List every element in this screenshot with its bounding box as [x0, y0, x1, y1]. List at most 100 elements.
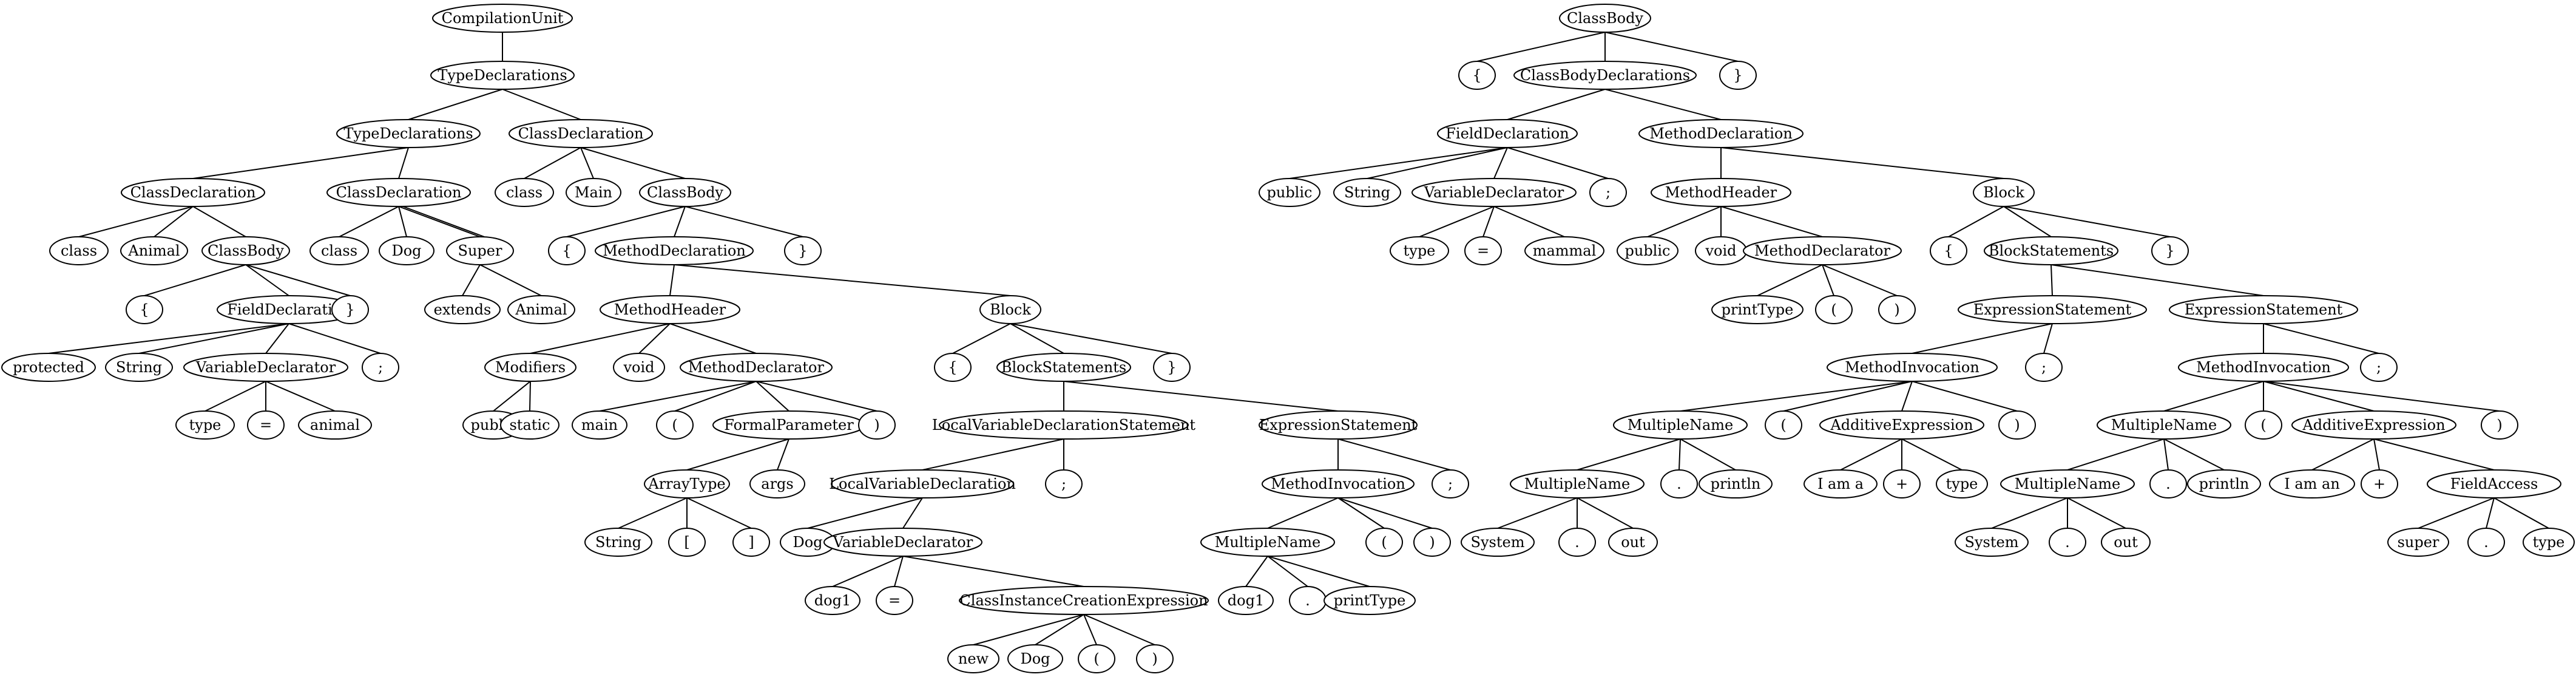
tree-node: MultipleName — [1200, 528, 1335, 557]
tree-node: ( — [1815, 295, 1853, 324]
tree-node: printType — [1323, 586, 1416, 615]
node-label: ( — [1831, 301, 1836, 318]
node-label: ( — [1094, 650, 1099, 667]
tree-node: Dog — [1007, 644, 1063, 673]
node-ellipse — [2467, 528, 2505, 557]
node-ellipse — [495, 178, 554, 207]
node-label: dog1 — [814, 592, 851, 609]
node-label: println — [1711, 475, 1761, 492]
tree-edge — [1337, 438, 1451, 471]
node-ellipse — [595, 236, 754, 265]
tree-edge — [638, 323, 671, 354]
tree-node: ) — [1136, 644, 1174, 673]
node-ellipse — [1461, 528, 1535, 557]
node-ellipse — [105, 353, 173, 382]
tree-edge — [1035, 614, 1084, 645]
tree-edge — [1083, 614, 1097, 645]
tree-edge — [2373, 438, 2495, 471]
node-ellipse — [600, 295, 740, 324]
node-ellipse — [858, 410, 896, 440]
tree-edge — [686, 497, 752, 529]
node-label: Animal — [515, 301, 567, 318]
node-ellipse — [959, 586, 1209, 615]
node-label: ) — [1152, 650, 1157, 667]
node-label: String — [116, 359, 162, 376]
node-ellipse — [430, 61, 575, 90]
node-label: VariableDeclarator — [833, 534, 973, 551]
tree-node: mammal — [1524, 236, 1604, 265]
tree-edge — [192, 147, 409, 179]
node-label: . — [2484, 534, 2489, 551]
tree-edge — [2486, 497, 2495, 529]
tree-node: { — [1930, 236, 1967, 265]
node-ellipse — [668, 528, 706, 557]
tree-node: = — [876, 586, 913, 615]
node-label: ) — [1894, 301, 1899, 318]
node-label: MethodInvocation — [1271, 475, 1405, 492]
tree-node: void — [613, 353, 665, 382]
node-ellipse — [175, 410, 235, 440]
node-ellipse — [548, 236, 586, 265]
node-label: FieldAccess — [2450, 475, 2538, 492]
node-label: AdditiveExpression — [1830, 417, 1973, 434]
node-label: Dog — [1020, 650, 1050, 667]
node-label: MultipleName — [1628, 417, 1734, 434]
tree-edge — [2003, 206, 2171, 237]
tree-node: MethodHeader — [600, 295, 740, 324]
tree-edge — [973, 614, 1084, 645]
node-ellipse — [1262, 469, 1415, 498]
node-ellipse — [996, 353, 1131, 382]
node-ellipse — [876, 586, 913, 615]
tree-node: FieldDeclaration — [217, 295, 361, 324]
tree-node: VariableDeclarator — [183, 353, 348, 382]
tree-node: Animal — [507, 295, 575, 324]
node-ellipse — [939, 410, 1189, 440]
tree-edge — [1678, 438, 1681, 471]
tree-node: dog1 — [1218, 586, 1274, 615]
node-label: LocalVariableDeclarationStatement — [932, 417, 1195, 434]
tree-edge — [1482, 206, 1495, 237]
node-label: MethodDeclarator — [688, 359, 824, 376]
node-ellipse — [1930, 236, 1967, 265]
node-label: Animal — [127, 242, 180, 259]
tree-node: ] — [732, 528, 770, 557]
node-ellipse — [1413, 528, 1451, 557]
node-ellipse — [424, 295, 501, 324]
node-ellipse — [1411, 178, 1577, 207]
node-ellipse — [934, 353, 972, 382]
tree-edge — [1901, 381, 1913, 412]
node-label: MultipleName — [2015, 475, 2121, 492]
tree-edge — [1840, 438, 1902, 471]
tree-node: type — [1390, 236, 1449, 265]
node-label: out — [1621, 534, 1645, 551]
tree-edge — [1010, 323, 1172, 354]
tree-edge — [2163, 438, 2169, 471]
node-label: type — [189, 417, 221, 434]
node-ellipse — [1078, 644, 1115, 673]
node-ellipse — [1510, 469, 1645, 498]
node-label: class — [321, 242, 357, 259]
tree-node: super — [2387, 528, 2449, 557]
tree-node: ClassDeclaration — [326, 178, 471, 207]
tree-edge — [1267, 556, 1308, 587]
node-label: ( — [1780, 417, 1786, 434]
node-ellipse — [1660, 469, 1698, 498]
tree-edge — [686, 438, 789, 471]
node-ellipse — [362, 353, 399, 382]
tree-node: ClassDeclaration — [509, 119, 653, 148]
node-ellipse — [1432, 469, 1469, 498]
node-label: ClassBodyDeclarations — [1520, 67, 1690, 84]
node-label: TypeDeclarations — [343, 125, 473, 142]
node-label: MethodHeader — [1665, 184, 1777, 201]
tree-edge — [205, 381, 266, 412]
tree-edge — [2067, 438, 2165, 471]
node-label: super — [2398, 534, 2439, 551]
tree-edge — [952, 323, 1011, 354]
tree-node: TypeDeclarations — [336, 119, 481, 148]
tree-node: MethodInvocation — [1262, 469, 1415, 498]
tree-node: BlockStatements — [996, 353, 1131, 382]
node-ellipse — [1765, 410, 1802, 440]
tree-node: ) — [1998, 410, 2036, 440]
node-label: ClassBody — [208, 242, 284, 259]
tree-edge — [1337, 497, 1385, 529]
